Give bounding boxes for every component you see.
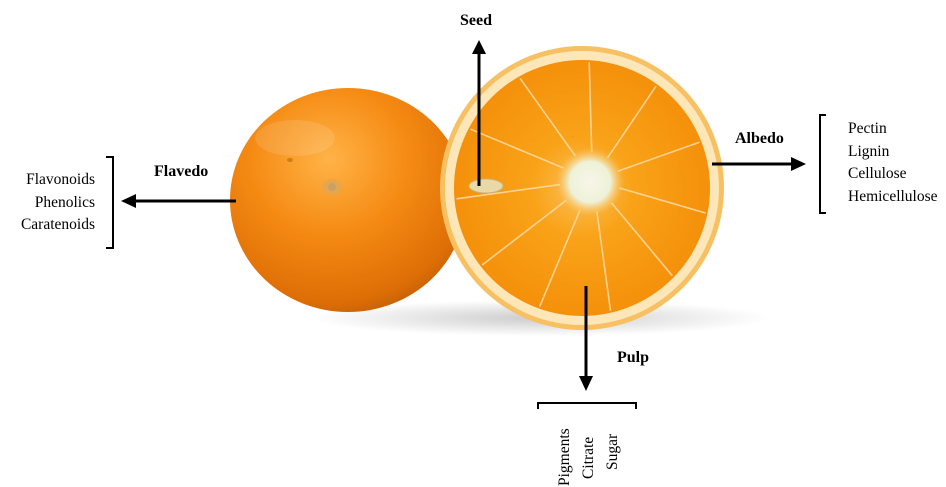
flavedo-bracket bbox=[106, 157, 113, 248]
whole-orange bbox=[230, 88, 466, 312]
albedo-label: Albedo bbox=[735, 129, 784, 149]
albedo-component: Cellulose bbox=[848, 163, 938, 186]
albedo-component: Lignin bbox=[848, 141, 938, 164]
whole-orange-body bbox=[230, 88, 466, 312]
albedo-arrow-head bbox=[791, 157, 806, 171]
flavedo-component: Flavonoids bbox=[10, 169, 95, 192]
pulp-arrow-head bbox=[579, 376, 593, 391]
flavedo-components: Flavonoids Phenolics Caratenoids bbox=[10, 169, 95, 237]
pulp-component: Citrate bbox=[580, 437, 598, 479]
seed-label: Seed bbox=[460, 11, 492, 31]
pulp-component: Sugar bbox=[604, 434, 622, 470]
albedo-component: Hemicellulose bbox=[848, 186, 938, 209]
seed-shape bbox=[469, 179, 503, 193]
cut-orange bbox=[440, 46, 724, 330]
albedo-components: Pectin Lignin Cellulose Hemicellulose bbox=[848, 118, 938, 208]
pulp-component: Pigments bbox=[556, 428, 574, 486]
core-center bbox=[556, 148, 624, 216]
albedo-component: Pectin bbox=[848, 118, 938, 141]
flavedo-component: Caratenoids bbox=[10, 214, 95, 237]
pulp-label: Pulp bbox=[617, 348, 649, 368]
seed-arrow-head bbox=[472, 40, 486, 54]
flavedo-component: Phenolics bbox=[10, 192, 95, 215]
albedo-bracket bbox=[820, 115, 826, 213]
pulp-bracket bbox=[538, 403, 636, 409]
flavedo-arrow-head bbox=[121, 194, 136, 208]
flavedo-label: Flavedo bbox=[154, 162, 208, 182]
